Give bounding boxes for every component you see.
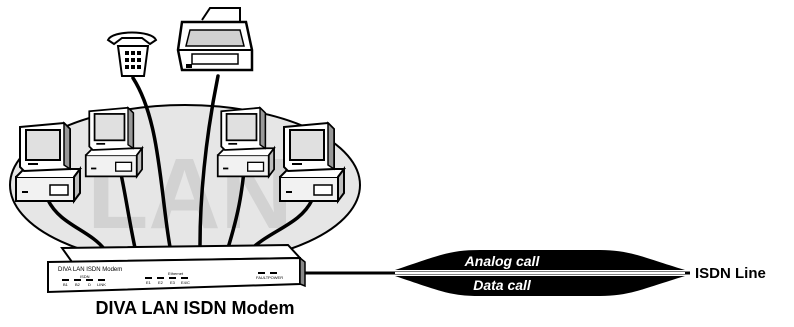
data-call-label: Data call: [473, 277, 532, 293]
diagram-caption: DIVA LAN ISDN Modem: [95, 298, 295, 318]
channel-data: [395, 276, 685, 296]
led-label-e4c: E4/C: [181, 280, 190, 285]
led-label-e3: E3: [170, 280, 176, 285]
computer-1: [15, 122, 81, 202]
modem-name-label: DIVA LAN ISDN Modem: [58, 267, 122, 273]
led-label-e2: E2: [158, 280, 164, 285]
fax-machine: [176, 7, 254, 72]
cable-fax: [198, 74, 220, 247]
led-label-d: D: [88, 282, 91, 287]
modem-ethernet-group: Ethernet: [168, 271, 184, 276]
computer-4: [279, 122, 345, 202]
computer-3: [216, 106, 275, 178]
cable-pc-1: [46, 198, 107, 252]
modem: DIVA LAN ISDN Modem ISDN Ethernet B1 B2 …: [47, 243, 306, 294]
modem-isdn-group: ISDN: [80, 274, 90, 279]
analog-call-label: Analog call: [464, 253, 541, 269]
channel-analog: [395, 250, 685, 270]
isdn-connection: Analog call Data call: [305, 250, 690, 296]
telephone: [106, 31, 158, 77]
led-label-fault: FAULT: [256, 275, 269, 280]
isdn-line-label: ISDN Line: [695, 265, 766, 282]
led-label-b1: B1: [63, 282, 69, 287]
cable-phone: [131, 76, 172, 249]
modem-leds: [62, 272, 277, 281]
led-label-e1: E1: [146, 280, 152, 285]
led-label-b2: B2: [75, 282, 81, 287]
led-label-power: POWER: [268, 275, 283, 280]
led-label-link: LINK: [97, 282, 106, 287]
computer-2: [84, 106, 143, 178]
